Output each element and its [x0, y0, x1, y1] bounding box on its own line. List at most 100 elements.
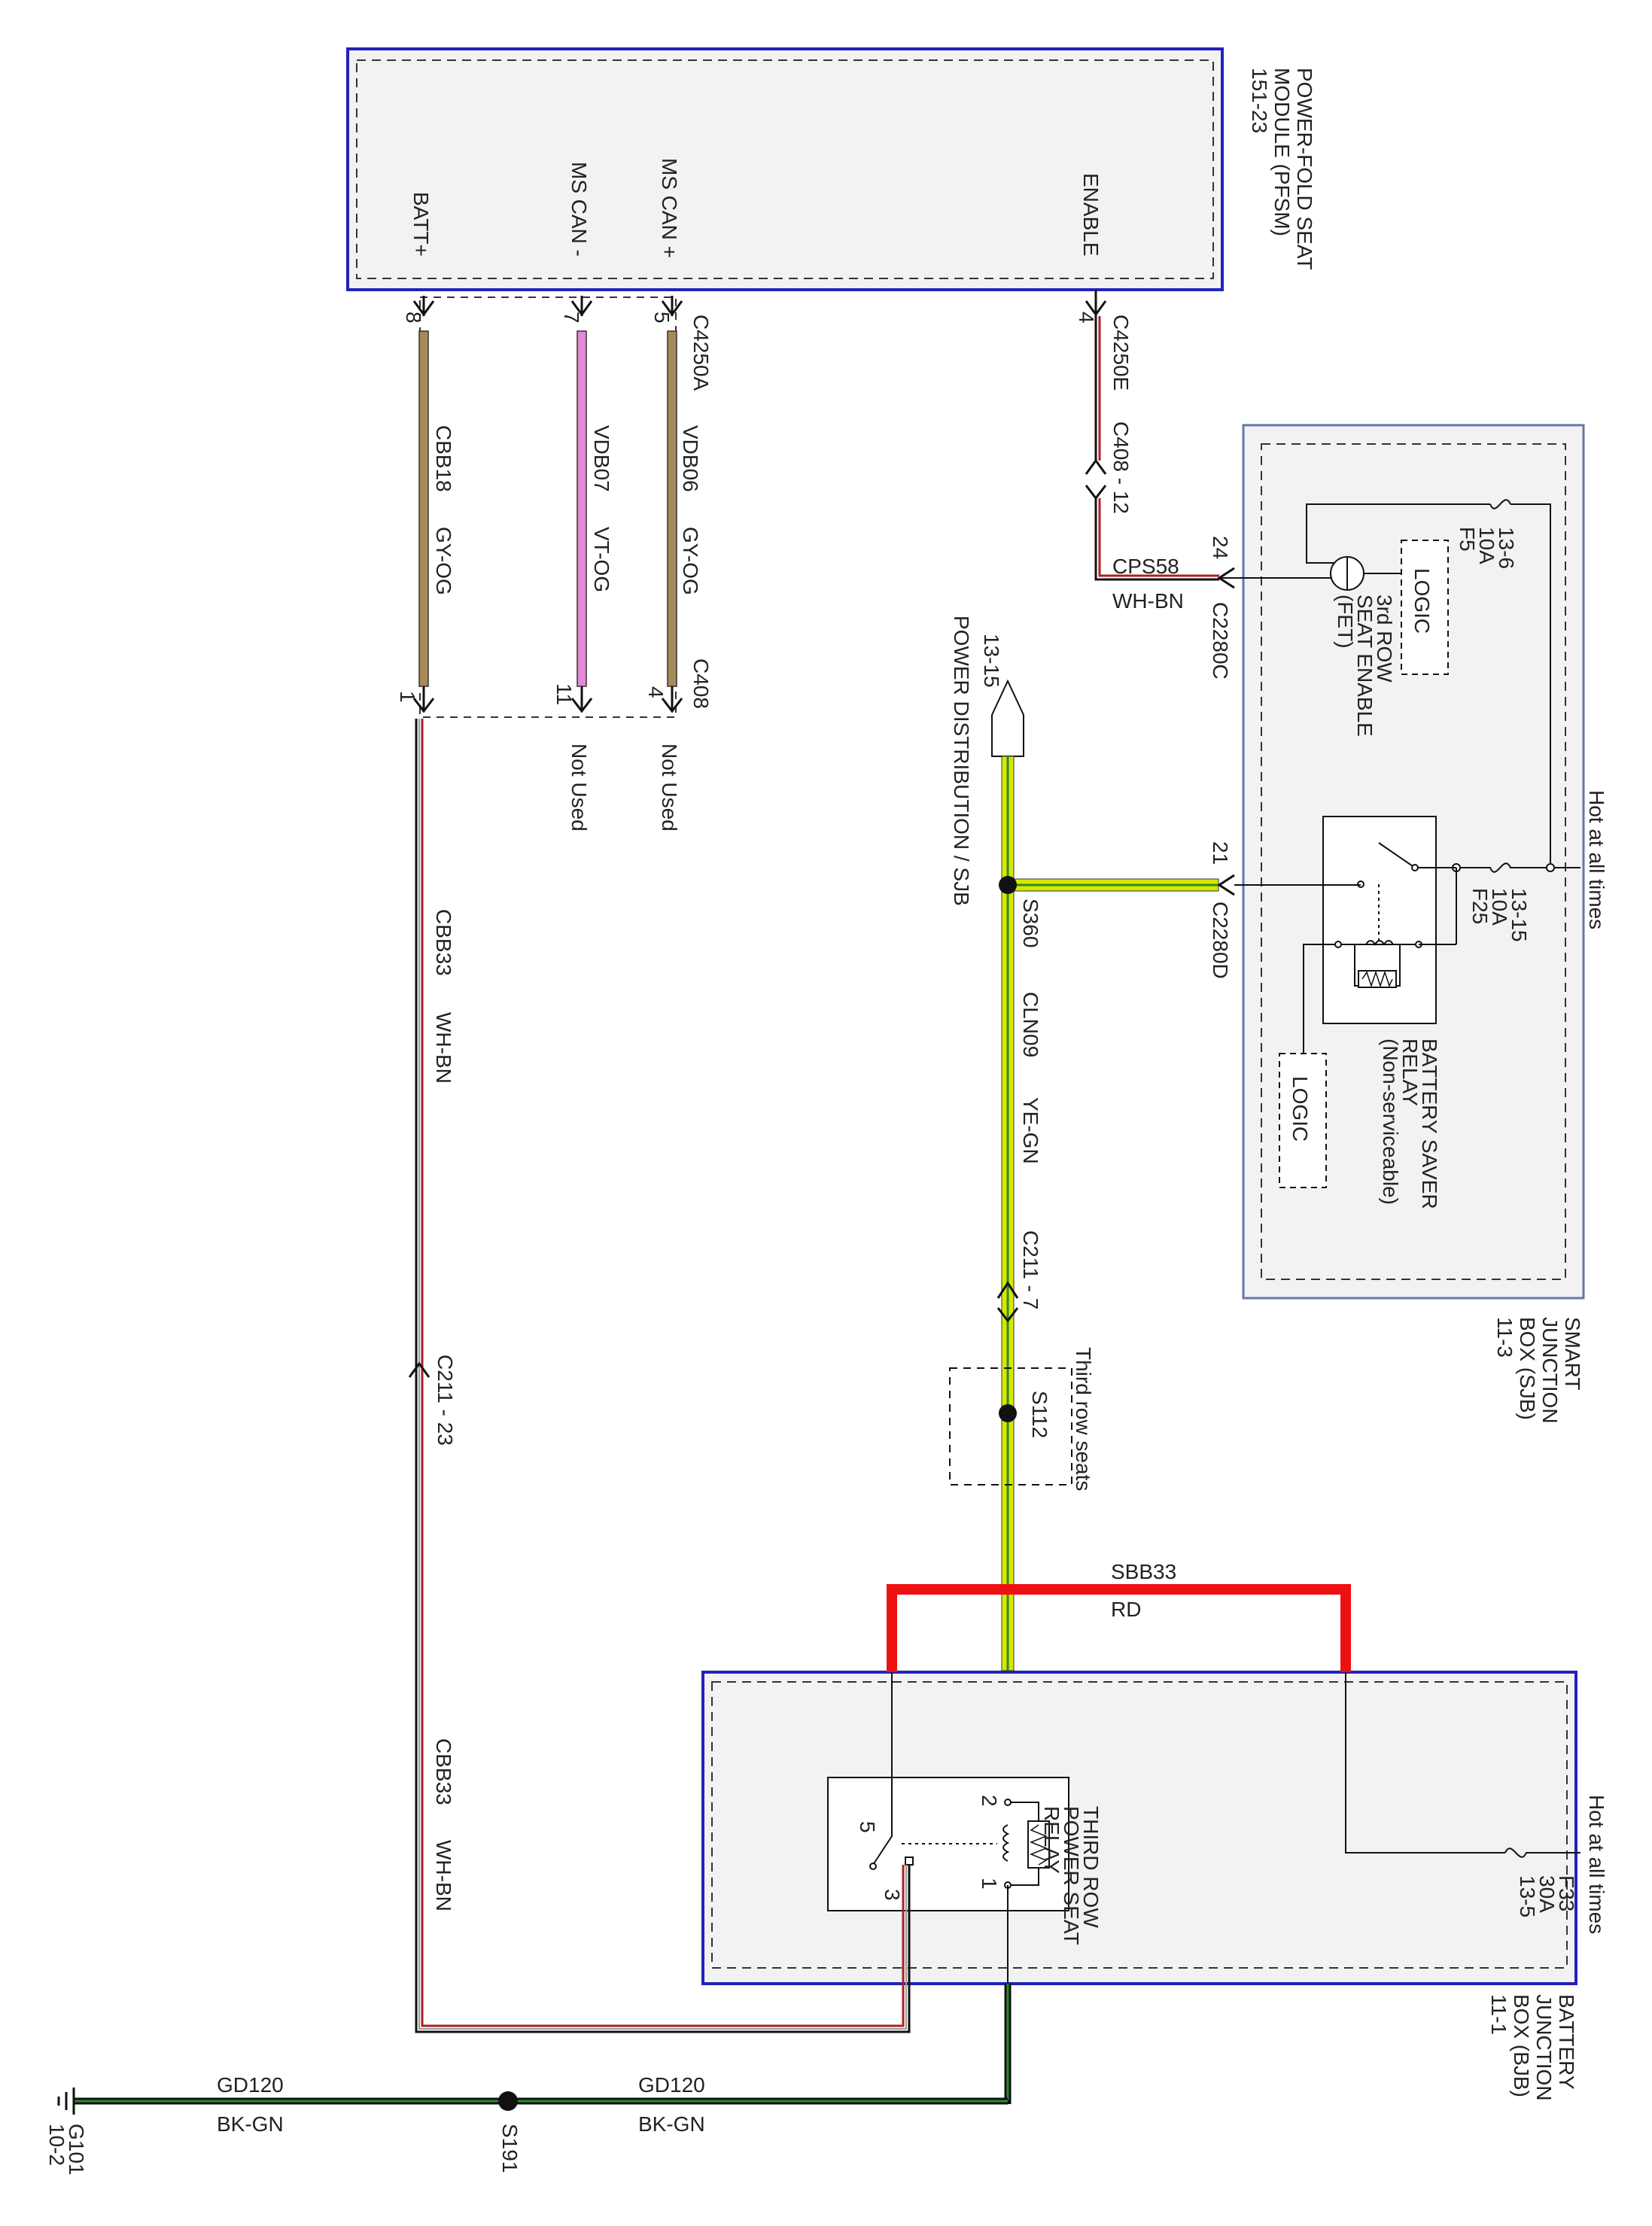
wire-f5-bus: [1511, 503, 1551, 868]
cbb33-circuit: CBB33 WH-BN C211 - 23 CBB33 WH-BN: [408, 719, 911, 2033]
pfsm-name-line-2: MODULE (PFSM): [1270, 68, 1294, 236]
fuse-f25-line-2: 10A: [1488, 888, 1511, 926]
pin-arrow-enable: [1085, 290, 1107, 317]
wire-vdb06: [667, 330, 677, 687]
connector-c2280d: C2280D: [1209, 902, 1232, 979]
relay-pin-1: 1: [978, 1878, 1001, 1890]
bjb-name-line-1: BATTERY: [1555, 1994, 1578, 2090]
pfsm-outline: [346, 47, 1224, 291]
circuit-gd120-right-color: BK-GN: [638, 2112, 705, 2136]
pfsm-pin-batt: BATT+: [409, 192, 433, 257]
wire-vdb07: [577, 330, 587, 687]
connector-arrow-c408-12: [1085, 458, 1107, 475]
splice-s191-dot: [498, 2091, 518, 2111]
circuit-gd120-left-color: BK-GN: [217, 2112, 284, 2136]
circuit-cbb33-upper-id: CBB33: [432, 909, 455, 976]
wire-enable-b-red: [1098, 498, 1219, 577]
wire-sbb33: [887, 1584, 1351, 1672]
pin-arrow-can-plus: [661, 296, 683, 317]
pin-number-7: 7: [560, 312, 583, 324]
ground-ref: 10-2: [45, 2124, 68, 2166]
wire-f5-to-fet: [1306, 503, 1490, 564]
pin-number-5: 5: [650, 312, 674, 324]
circuit-cbb33-upper-color: WH-BN: [432, 1012, 455, 1084]
fuse-f33-line-3: 13-5: [1516, 1875, 1539, 1917]
fet-line-2: SEAT ENABLE: [1353, 595, 1377, 737]
fuse-f25-line-1: F25: [1468, 888, 1492, 924]
power-dist-label: POWER DISTRIBUTION / SJB: [950, 616, 973, 906]
sjb-internals: LOGIC F5 10A 13-6 3rd ROW SEAT ENABLE (F…: [1234, 499, 1581, 1209]
not-used-label-1: Not Used: [567, 744, 591, 832]
pin-number-24: 24: [1209, 536, 1232, 559]
relay-resistor: [1358, 970, 1397, 988]
relay-pin-5-contact: [869, 1863, 877, 1870]
connector-arrow-c211-23: [408, 1361, 430, 1378]
pin-arrow-c408-4: [661, 686, 683, 713]
wire-cbb33-red: [421, 719, 905, 2027]
wire-enable-b: [1094, 498, 1219, 581]
bjb-name-line-4: 11-1: [1487, 1994, 1511, 2035]
pin-arrow-21: [1217, 874, 1235, 896]
circuit-cbb18-color: GY-OG: [432, 527, 455, 595]
logic-upper: LOGIC: [1410, 568, 1434, 634]
relay-pin-5: 5: [856, 1821, 879, 1833]
relay-pin-5-wire: [872, 1672, 893, 1866]
third-row-relay-line-1: THIRD ROW: [1079, 1806, 1103, 1928]
relay-node-1: [1334, 941, 1342, 948]
circuit-vdb07-id: VDB07: [590, 425, 613, 492]
battery-saver-relay-line-1: BATTERY SAVER: [1418, 1038, 1441, 1209]
relay-switch-pivot: [1411, 864, 1419, 871]
connector-c211-23: C211 - 23: [434, 1355, 457, 1446]
pin-number-4-bottom: 4: [644, 686, 668, 698]
sjb-name-line-1: SMART: [1561, 1317, 1584, 1391]
third-row-relay-line-3: RELAY: [1040, 1806, 1063, 1874]
third-row-seats: Third row seats: [1072, 1347, 1095, 1491]
sjb-name-line-4: 11-3: [1493, 1317, 1517, 1358]
circuit-cps58-id: CPS58: [1112, 555, 1179, 578]
not-used-label-2: Not Used: [658, 744, 681, 832]
wire-f25: [1456, 862, 1550, 873]
circuit-vdb06-id: VDB06: [679, 425, 702, 492]
ground-symbol-icon: [57, 2088, 75, 2115]
battery-saver-relay-line-3: (Non-serviceable): [1379, 1038, 1402, 1205]
power-distribution-connector: [991, 679, 1024, 757]
splice-s360-dot: [999, 876, 1017, 894]
fet-line-3: (FET): [1334, 595, 1357, 649]
fuse-f5-line-3: 13-6: [1495, 527, 1518, 569]
splice-s191: S191: [498, 2124, 522, 2173]
pin-arrow-c408-1: [412, 686, 435, 713]
logic-upper-box: [1401, 540, 1449, 675]
circuit-vdb07-color: VT-OG: [590, 527, 613, 592]
third-row-seats-box: [949, 1367, 1072, 1486]
pfsm-pin-can-minus: MS CAN -: [567, 162, 591, 257]
pin-number-11: 11: [552, 683, 576, 705]
circuit-cbb18-id: CBB18: [432, 425, 455, 492]
bjb-internals: F33 30A 13-5 2 1 5 3 THIRD ROW POWER SEA…: [827, 1672, 1581, 1984]
fuse-f33-line-2: 30A: [1535, 1875, 1559, 1913]
connector-arrow-c211-7b: [996, 1307, 1019, 1323]
pin-arrow-batt: [412, 296, 435, 317]
circuit-sbb33-color: RD: [1111, 1598, 1141, 1621]
pin-number-4-top: 4: [1075, 312, 1098, 324]
connector-arrow-c211-7: [996, 1281, 1019, 1299]
splice-s112: S112: [1028, 1391, 1051, 1438]
ground-g101: G101: [65, 2124, 88, 2176]
bjb-hot-label: Hot at all times: [1585, 1795, 1608, 1934]
wire-cbb18: [418, 330, 429, 687]
wire-cbb33-black: [415, 719, 911, 2033]
circuit-cln09-color: YE-GN: [1019, 1097, 1042, 1164]
relay-coil-loops: [1365, 940, 1394, 946]
wire-cbb33-gray: [418, 719, 907, 2030]
connector-c408-top: C408: [689, 658, 713, 709]
connector-c211-7: C211 - 7: [1019, 1230, 1042, 1309]
relay-pin-3: 3: [881, 1889, 904, 1901]
pin-arrow-can-minus: [570, 296, 593, 317]
relay-resistor-zigzag: [1361, 970, 1393, 988]
power-dist-ref: 13-15: [980, 634, 1003, 688]
pin-arrow-c408-11: [570, 686, 593, 713]
relay-pin-2: 2: [978, 1795, 1001, 1807]
connector-c2280c: C2280C: [1209, 602, 1232, 680]
relay-pin-3-contact: [905, 1857, 914, 1866]
circuit-gd120-left-id: GD120: [217, 2073, 284, 2097]
pfsm-name-line-3: 151-23: [1248, 68, 1271, 133]
